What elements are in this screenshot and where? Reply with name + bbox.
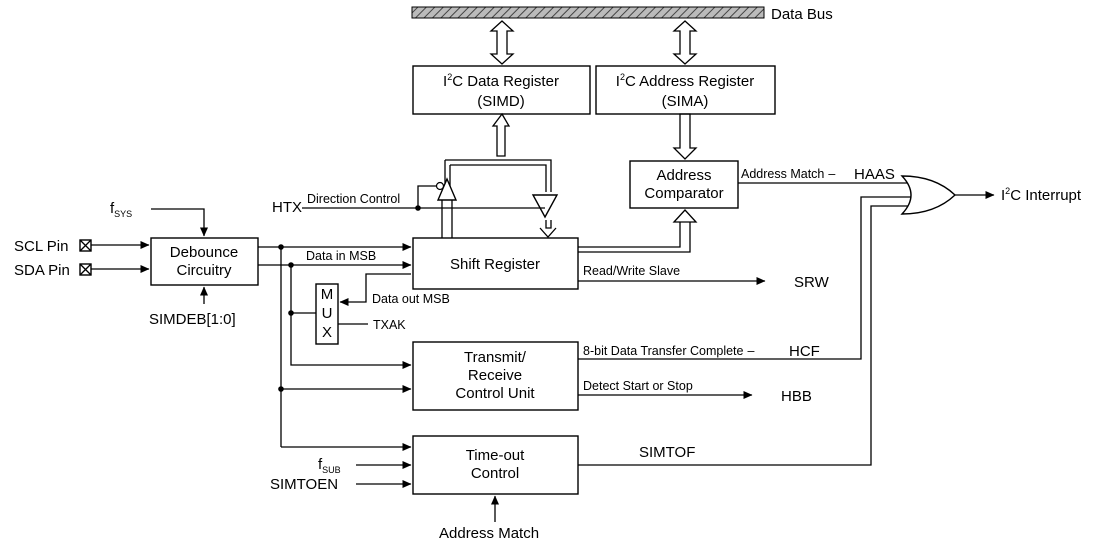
srw-label: SRW bbox=[794, 274, 830, 291]
read-write-slave-label: Read/Write Slave bbox=[583, 264, 680, 278]
data-in-msb-label: Data in MSB bbox=[306, 249, 376, 263]
svg-text:(SIMD): (SIMD) bbox=[477, 93, 525, 110]
svg-text:Debounce: Debounce bbox=[170, 244, 238, 261]
sima-comparator-arrow bbox=[672, 113, 698, 160]
svg-text:X: X bbox=[322, 324, 332, 341]
simdeb-label: SIMDEB[1:0] bbox=[149, 311, 236, 328]
shift-to-comparator bbox=[578, 222, 681, 248]
scl-pin-label: SCL Pin bbox=[14, 238, 68, 255]
tx-buffer bbox=[435, 177, 458, 201]
hbb-label: HBB bbox=[781, 388, 812, 405]
rx-buffer bbox=[531, 194, 559, 219]
bus-sima-double-arrow bbox=[672, 20, 698, 65]
sima-register-block: I2C Address Register (SIMA) bbox=[595, 65, 776, 115]
svg-text:Shift Register: Shift Register bbox=[450, 256, 540, 273]
svg-text:Circuitry: Circuitry bbox=[177, 262, 232, 279]
transfer-complete-label: 8-bit Data Transfer Complete– bbox=[583, 344, 755, 358]
fsys-line bbox=[151, 208, 208, 237]
svg-text:(SIMA): (SIMA) bbox=[662, 93, 709, 110]
svg-text:I2C Address Register: I2C Address Register bbox=[616, 72, 754, 90]
hcf-line bbox=[578, 196, 914, 360]
simtof-line bbox=[578, 205, 914, 466]
detect-start-stop-label: Detect Start or Stop bbox=[583, 379, 693, 393]
htx-label: HTX bbox=[272, 199, 302, 216]
data-bus bbox=[411, 6, 765, 19]
direction-control-label: Direction Control bbox=[307, 192, 400, 206]
shift-register-block: Shift Register bbox=[412, 237, 579, 290]
svg-text:U: U bbox=[322, 305, 333, 322]
simtof-label: SIMTOF bbox=[639, 444, 695, 461]
debounce-circuitry-block: Debounce Circuitry bbox=[150, 237, 259, 286]
simd-buffer-bus bbox=[441, 112, 557, 238]
sda-pin-label: SDA Pin bbox=[14, 262, 70, 279]
svg-text:M: M bbox=[321, 286, 334, 303]
mux-block: M U X bbox=[315, 283, 339, 345]
svg-text:Comparator: Comparator bbox=[644, 185, 723, 202]
data-bus-label: Data Bus bbox=[771, 6, 833, 23]
transmit-receive-control-block: Transmit/ Receive Control Unit bbox=[412, 341, 579, 411]
svg-text:Address: Address bbox=[656, 167, 711, 184]
simd-register-block: I2C Data Register (SIMD) bbox=[412, 65, 591, 115]
svg-text:Control Unit: Control Unit bbox=[455, 385, 535, 402]
data-out-msb-line bbox=[339, 273, 411, 306]
address-match-bottom-label: Address Match bbox=[439, 525, 539, 542]
timeout-control-block: Time-out Control bbox=[412, 435, 579, 495]
hcf-label: HCF bbox=[789, 343, 820, 360]
svg-text:Control: Control bbox=[471, 465, 519, 482]
txak-label: TXAK bbox=[373, 318, 406, 332]
address-match-label: Address Match– bbox=[741, 167, 835, 181]
i2c-interrupt-label: I2C Interrupt bbox=[1001, 186, 1082, 204]
address-comparator-block: Address Comparator bbox=[629, 160, 739, 209]
haas-label: HAAS bbox=[854, 166, 895, 183]
simtoen-label: SIMTOEN bbox=[270, 476, 338, 493]
bus-simd-double-arrow bbox=[489, 20, 515, 65]
fsys-label: fSYS bbox=[110, 200, 132, 219]
interrupt-or-gate bbox=[900, 175, 957, 215]
fsub-label: fSUB bbox=[318, 456, 341, 475]
svg-text:Transmit/: Transmit/ bbox=[464, 349, 527, 366]
svg-text:I2C Data Register: I2C Data Register bbox=[443, 72, 559, 90]
data-out-msb-label: Data out MSB bbox=[372, 292, 450, 306]
svg-text:Receive: Receive bbox=[468, 367, 522, 384]
svg-text:Time-out: Time-out bbox=[466, 447, 525, 464]
